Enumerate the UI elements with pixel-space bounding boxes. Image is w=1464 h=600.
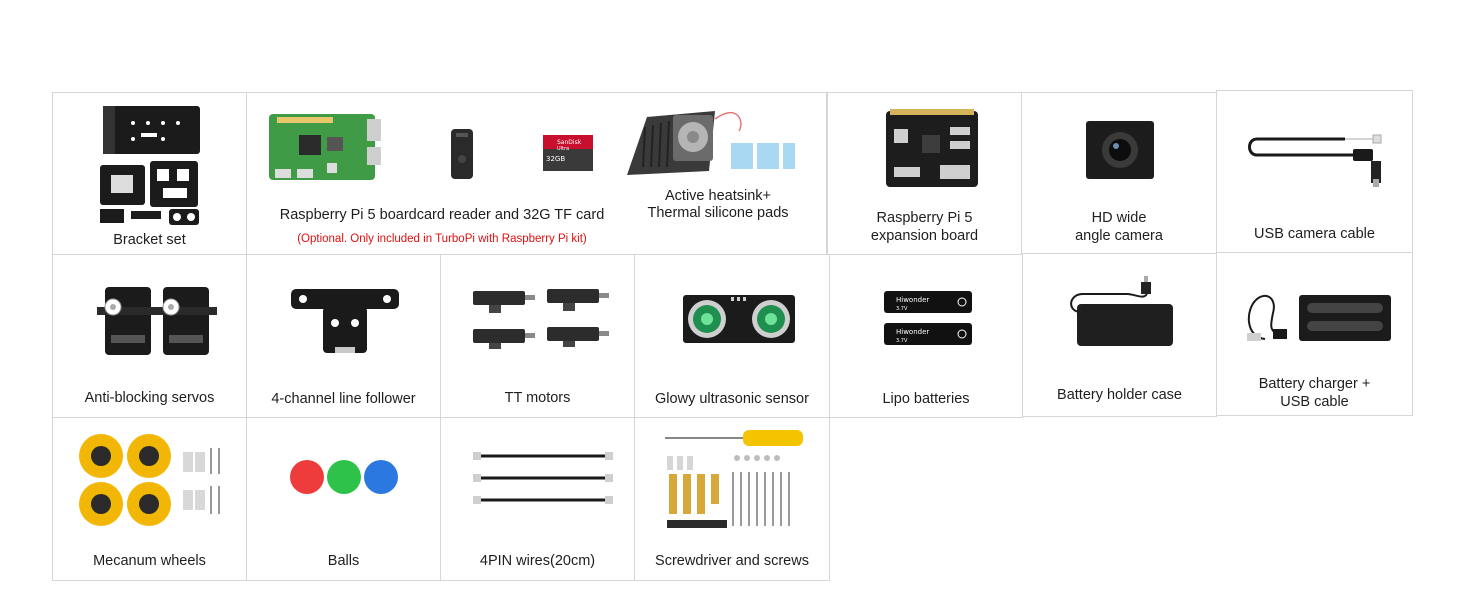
active-heatsink-image — [627, 111, 795, 175]
mecanum-wheels-label: Mecanum wheels — [93, 553, 206, 569]
battery-voltage-text-1: 3.7V — [896, 306, 908, 312]
battery-brand-text-1: Hiwonder — [896, 296, 929, 304]
lipo-batteries-image: Hiwonder 3.7V Hiwonder 3.7V — [884, 291, 972, 345]
lipo-batteries-label: Lipo batteries — [882, 391, 970, 407]
item-usb-camera-cable: USB camera cable — [1216, 90, 1413, 253]
item-ultrasonic-sensor: Glowy ultrasonic sensor — [634, 254, 830, 418]
item-screwdriver-screws: Screwdriver and screws — [634, 417, 830, 581]
line-follower-image — [291, 289, 399, 353]
raspberry-pi-label: Raspberry Pi 5 boardcard reader and 32G … — [279, 207, 605, 223]
screwdriver-screws-label: Screwdriver and screws — [655, 553, 809, 569]
hd-camera-label-line2: angle camera — [1075, 228, 1163, 244]
battery-charger-label-line1: Battery charger + — [1258, 376, 1371, 392]
battery-holder-case-label: Battery holder case — [1057, 387, 1182, 403]
item-mecanum-wheels: Mecanum wheels — [52, 417, 247, 581]
hd-camera-image — [1086, 121, 1154, 179]
item-expansion-board: Raspberry Pi 5 expansion board — [827, 92, 1022, 255]
4pin-wires-image — [473, 452, 613, 504]
usb-camera-cable-image — [1248, 134, 1382, 187]
battery-charger-image — [1247, 294, 1391, 341]
usb-camera-cable-label: USB camera cable — [1254, 226, 1375, 242]
item-raspberry-pi-group: SanDisk Ultra 32GB Raspberry Pi 5 boardc… — [246, 92, 827, 255]
tf-card-brand-text: SanDisk — [557, 139, 582, 146]
item-4pin-wires: 4PIN wires(20cm) — [440, 417, 635, 581]
battery-brand-text-2: Hiwonder — [896, 328, 929, 336]
tt-motors-image — [473, 289, 609, 349]
servos-label: Anti-blocking servos — [84, 390, 215, 406]
heatsink-label-line1: Active heatsink+ — [665, 188, 771, 204]
expansion-board-label-line1: Raspberry Pi 5 — [876, 210, 973, 226]
tf-card-image: SanDisk Ultra 32GB — [543, 135, 593, 171]
expansion-board-image — [886, 109, 978, 187]
battery-voltage-text-2: 3.7V — [896, 338, 908, 344]
line-follower-label: 4-channel line follower — [271, 391, 416, 407]
tt-motors-label: TT motors — [504, 390, 571, 406]
balls-label: Balls — [327, 553, 360, 569]
item-line-follower: 4-channel line follower — [246, 254, 441, 418]
expansion-board-label-line2: expansion board — [870, 228, 979, 244]
balls-image — [290, 460, 398, 494]
hd-camera-label-line1: HD wide — [1091, 210, 1147, 226]
battery-charger-label-line2: USB cable — [1280, 394, 1349, 410]
bracket-set-label: Bracket set — [113, 232, 186, 248]
ultrasonic-sensor-label: Glowy ultrasonic sensor — [655, 391, 809, 407]
servos-image — [97, 287, 217, 355]
item-battery-holder-case: Battery holder case — [1022, 253, 1217, 417]
tf-card-line-text: Ultra — [557, 146, 569, 152]
item-hd-camera: HD wide angle camera — [1021, 92, 1217, 255]
item-bracket-set: Bracket set — [52, 92, 247, 255]
item-tt-motors: TT motors — [440, 254, 635, 418]
mecanum-wheels-image — [79, 434, 220, 526]
tf-card-size-text: 32GB — [546, 155, 565, 163]
screwdriver-screws-image — [665, 430, 803, 528]
raspberry-pi-optional-note: (Optional. Only included in TurboPi with… — [297, 233, 587, 245]
raspberry-pi-board-image — [269, 114, 381, 180]
item-balls: Balls — [246, 417, 441, 581]
bracket-set-image — [100, 106, 200, 225]
item-battery-charger: Battery charger + USB cable — [1216, 252, 1413, 416]
item-lipo-batteries: Hiwonder 3.7V Hiwonder 3.7V Lipo batteri… — [829, 254, 1023, 418]
card-reader-image — [451, 129, 473, 179]
item-servos: Anti-blocking servos — [52, 254, 247, 418]
heatsink-label-line2: Thermal silicone pads — [647, 205, 789, 221]
ultrasonic-sensor-image — [683, 295, 795, 343]
battery-holder-case-image — [1070, 276, 1173, 346]
4pin-wires-label: 4PIN wires(20cm) — [479, 553, 596, 569]
